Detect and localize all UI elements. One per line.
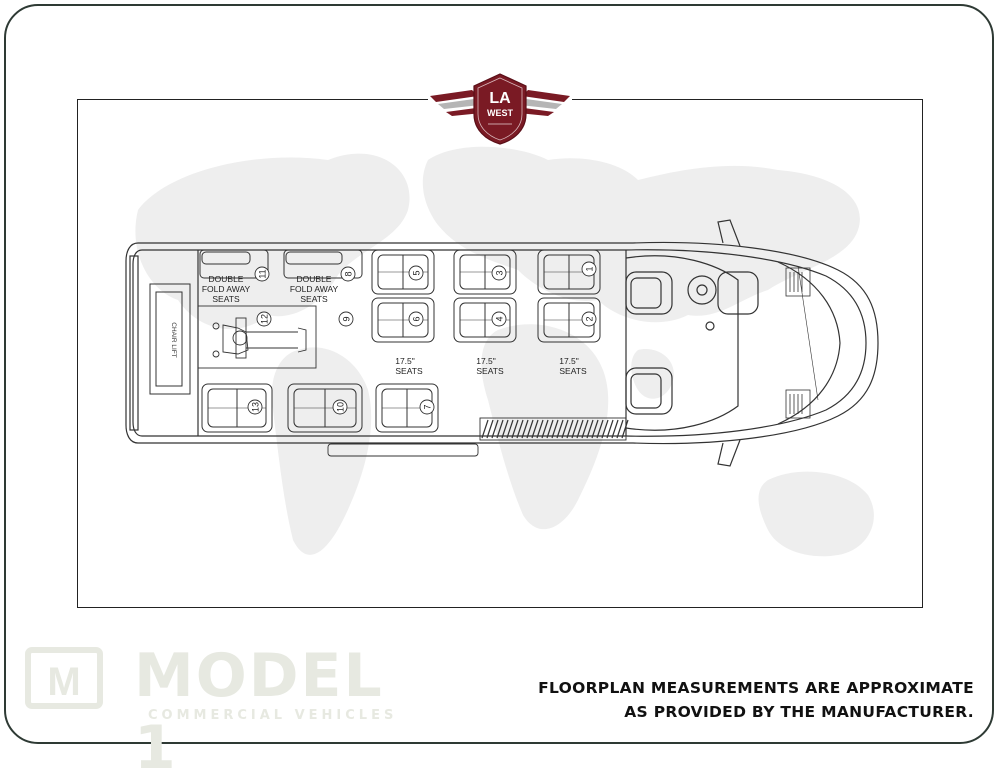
entry-steps	[327, 417, 629, 457]
model1-mark: M	[25, 647, 103, 709]
la-west-logo: LA WEST	[428, 72, 572, 146]
fold-label-1-line1: DOUBLE	[209, 274, 244, 284]
seat-number: 5	[408, 265, 424, 281]
disclaimer-line2: AS PROVIDED BY THE MANUFACTURER.	[624, 703, 974, 721]
seat-number: 6	[408, 311, 424, 327]
seat-number: 8	[340, 266, 356, 282]
seat-number-text: 1	[585, 266, 595, 271]
seat-number: 4	[491, 311, 507, 327]
seat-number-text: 7	[423, 404, 433, 409]
seat-number-text: 10	[336, 402, 346, 412]
seat-number-text: 12	[260, 314, 270, 324]
passenger-seats	[201, 249, 601, 433]
fold-label-1-line3: SEATS	[212, 294, 240, 304]
wheelchair-station	[197, 305, 317, 369]
seat-labels: DOUBLE FOLD AWAY SEATS DOUBLE FOLD AWAY …	[202, 274, 587, 376]
model1-subtitle: COMMERCIAL VEHICLES	[148, 708, 398, 723]
seat-number-text: 5	[412, 270, 422, 275]
model1-brand: M MODEL 1 COMMERCIAL VEHICLES	[24, 640, 414, 783]
seat-number-text: 9	[342, 316, 352, 321]
seat-number: 10	[332, 399, 348, 415]
seat-number: 12	[256, 311, 272, 327]
passenger-seat	[371, 249, 435, 295]
fold-label-2-line3: SEATS	[300, 294, 328, 304]
seat-number-text: 2	[585, 316, 595, 321]
fold-label-2-line2: FOLD AWAY	[290, 284, 339, 294]
width-label-a-line1: 17.5"	[395, 356, 415, 366]
seat-number: 3	[491, 265, 507, 281]
width-label-c-line2: SEATS	[559, 366, 587, 376]
width-label-b-line1: 17.5"	[476, 356, 496, 366]
width-label-b-line2: SEATS	[476, 366, 504, 376]
model1-name: MODEL 1	[134, 641, 384, 783]
disclaimer: FLOORPLAN MEASUREMENTS ARE APPROXIMATE A…	[538, 676, 974, 724]
seat-number: 7	[419, 399, 435, 415]
width-label-a-line2: SEATS	[395, 366, 423, 376]
seat-number-text: 6	[412, 316, 422, 321]
model1-mark-letter: M	[47, 660, 80, 704]
seat-number: 13	[247, 399, 263, 415]
seat-number-text: 13	[251, 402, 261, 412]
disclaimer-line1: FLOORPLAN MEASUREMENTS ARE APPROXIMATE	[538, 679, 974, 697]
van-outline	[125, 219, 879, 467]
seat-number: 1	[581, 261, 597, 277]
fold-label-2-line1: DOUBLE	[297, 274, 332, 284]
seat-number-text: 8	[344, 271, 354, 276]
width-label-c-line1: 17.5"	[559, 356, 579, 366]
passenger-seat	[201, 383, 273, 433]
seat-number: 9	[338, 311, 354, 327]
seat-number: 2	[581, 311, 597, 327]
fold-away-benches	[199, 249, 363, 279]
chair-lift-label: CHAIR LIFT	[170, 322, 177, 357]
fold-label-1-line2: FOLD AWAY	[202, 284, 251, 294]
passenger-seat	[371, 297, 435, 343]
seat-number-text: 3	[495, 270, 505, 275]
seat-number: 11	[254, 266, 270, 282]
logo-line1: LA	[489, 90, 511, 107]
seat-number-text: 4	[495, 316, 505, 321]
floorplan-diagram: CHAIR LIFT DOUBLE FOLD AWAY SEATS DOUBLE…	[125, 146, 879, 557]
seat-number-text: 11	[258, 269, 268, 278]
logo-shield	[473, 73, 527, 145]
passenger-seat	[375, 383, 439, 433]
chair-lift: CHAIR LIFT	[149, 283, 191, 395]
logo-line2: WEST	[487, 108, 514, 118]
logo-wings	[430, 90, 570, 116]
